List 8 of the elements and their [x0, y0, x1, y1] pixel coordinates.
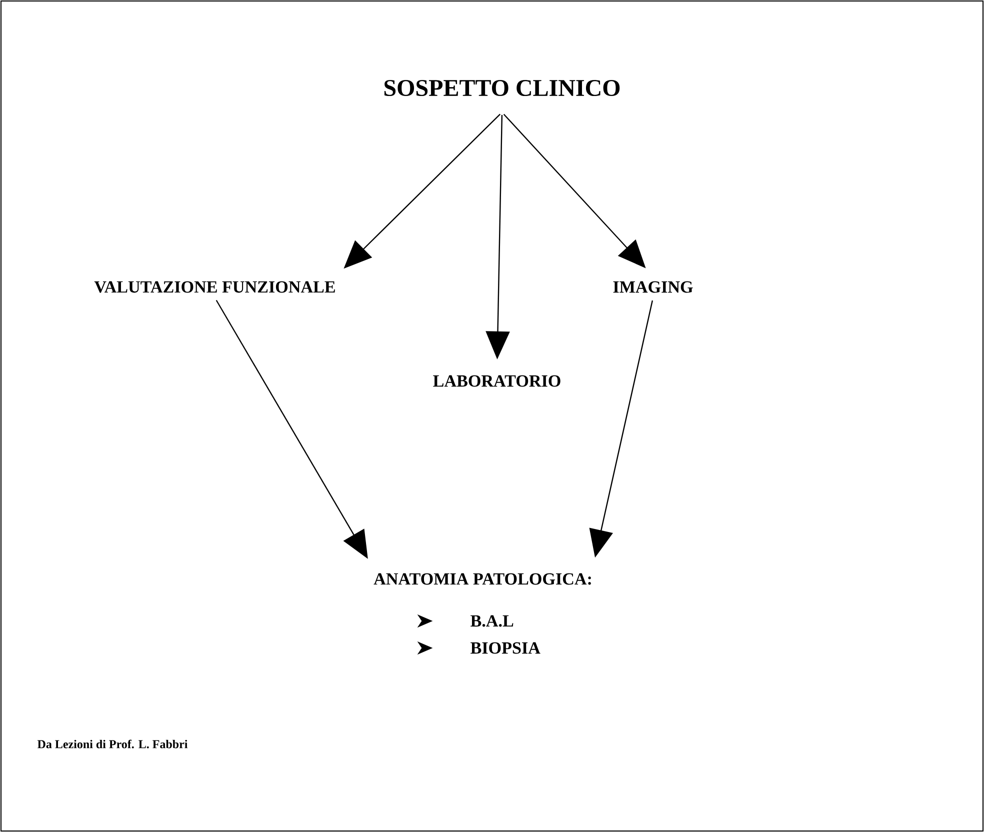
- list-item: BIOPSIA: [470, 642, 540, 654]
- list-item: B.A.L: [470, 615, 514, 627]
- step-label: LABORATORIO: [433, 375, 560, 387]
- step-label: ANATOMIA PATOLOGICA:: [374, 573, 591, 585]
- step-label: IMAGING: [613, 281, 693, 293]
- step-label: VALUTAZIONE FUNZIONALE: [94, 281, 335, 293]
- source-note: Da Lezioni di Prof. L. Fabbri: [37, 740, 188, 748]
- heading: SOSPETTO CLINICO: [384, 80, 620, 96]
